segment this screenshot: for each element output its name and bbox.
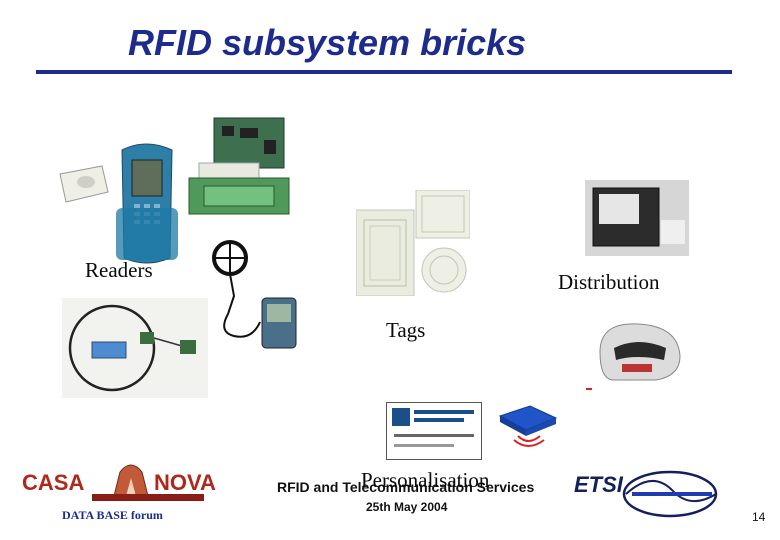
loop-antenna-image xyxy=(62,298,208,398)
antenna-wand-image xyxy=(212,240,297,349)
etsi-logo: ETSI xyxy=(574,470,718,518)
distribution-label: Distribution xyxy=(558,270,660,294)
personalisation-label: Personalisation xyxy=(361,468,490,492)
personalisation-card-image xyxy=(386,402,482,460)
red-mark xyxy=(586,388,592,390)
readers-label: Readers xyxy=(85,258,153,282)
footer-date: 25th May 2004 xyxy=(366,500,448,514)
blue-tag-icon xyxy=(498,405,558,447)
title-underline xyxy=(36,70,732,74)
svg-text:ETSI: ETSI xyxy=(574,472,624,497)
page-number: 14 xyxy=(752,510,766,524)
readers-image xyxy=(59,117,290,264)
casanova-logo-text: CASA NOVA xyxy=(0,460,1,461)
casanova-tagline: READERS FOR THE FUTURE xyxy=(0,462,1,463)
casanova-logo: CASA NOVA xyxy=(22,464,216,501)
printer-image xyxy=(585,180,689,256)
tags-label: Tags xyxy=(386,318,426,342)
footer-center-text: RFID and Telecommunication Services xyxy=(277,479,535,495)
svg-text:NOVA: NOVA xyxy=(154,470,216,495)
tags-image xyxy=(356,190,470,296)
card-printer-image xyxy=(599,323,681,381)
svg-text:CASA: CASA xyxy=(22,470,84,495)
etsi-logo-text: ETSI xyxy=(0,470,1,471)
slide-title: RFID subsystem bricks xyxy=(128,22,527,63)
database-forum-logo: DATA BASE forum xyxy=(62,508,163,522)
